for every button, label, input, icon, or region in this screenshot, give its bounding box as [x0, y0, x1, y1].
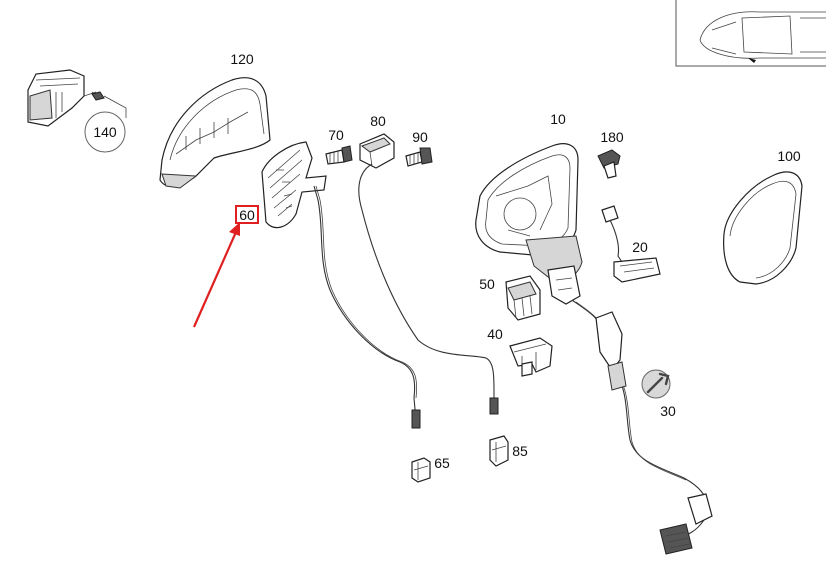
- label-10: 10: [550, 111, 566, 127]
- label-140: 140: [93, 124, 117, 140]
- part-180-screw: 180: [597, 129, 624, 179]
- part-80-puddle-lamp: 80: [358, 113, 499, 415]
- label-80: 80: [370, 113, 386, 129]
- part-40-bracket: 40: [487, 326, 553, 377]
- label-60: 60: [239, 207, 255, 223]
- label-65: 65: [434, 455, 450, 471]
- label-90: 90: [412, 129, 428, 145]
- vehicle-locator-inset: [675, 0, 826, 67]
- label-30: 30: [660, 403, 676, 419]
- part-100-mirror-glass: 100: [723, 148, 803, 285]
- part-30-torque-callout: 30: [641, 369, 676, 419]
- highlight-box: [235, 205, 259, 224]
- label-85: 85: [512, 443, 528, 459]
- label-180: 180: [600, 129, 624, 145]
- part-140-assembly: 140: [27, 69, 127, 153]
- label-100: 100: [777, 148, 801, 164]
- label-70: 70: [328, 127, 344, 143]
- part-70-screw: 70: [325, 127, 353, 165]
- pointer-arrow-line: [192, 231, 238, 328]
- label-20: 20: [632, 239, 648, 255]
- part-65-connector: 65: [411, 455, 450, 483]
- label-50: 50: [479, 276, 495, 292]
- part-50-actuator: 50: [479, 275, 541, 321]
- part-60-turn-signal: 60: [192, 141, 421, 429]
- car-topview-icon: [699, 11, 826, 63]
- part-85-connector: 85: [489, 435, 528, 467]
- label-120: 120: [230, 51, 254, 67]
- label-40: 40: [487, 326, 503, 342]
- part-10-mirror-base: 10: [475, 111, 713, 555]
- part-90-screw: 90: [405, 129, 433, 167]
- pointer-arrowhead: [229, 222, 240, 236]
- part-20-module: 20: [601, 205, 661, 283]
- part-120-housing-cover: 120: [159, 51, 271, 189]
